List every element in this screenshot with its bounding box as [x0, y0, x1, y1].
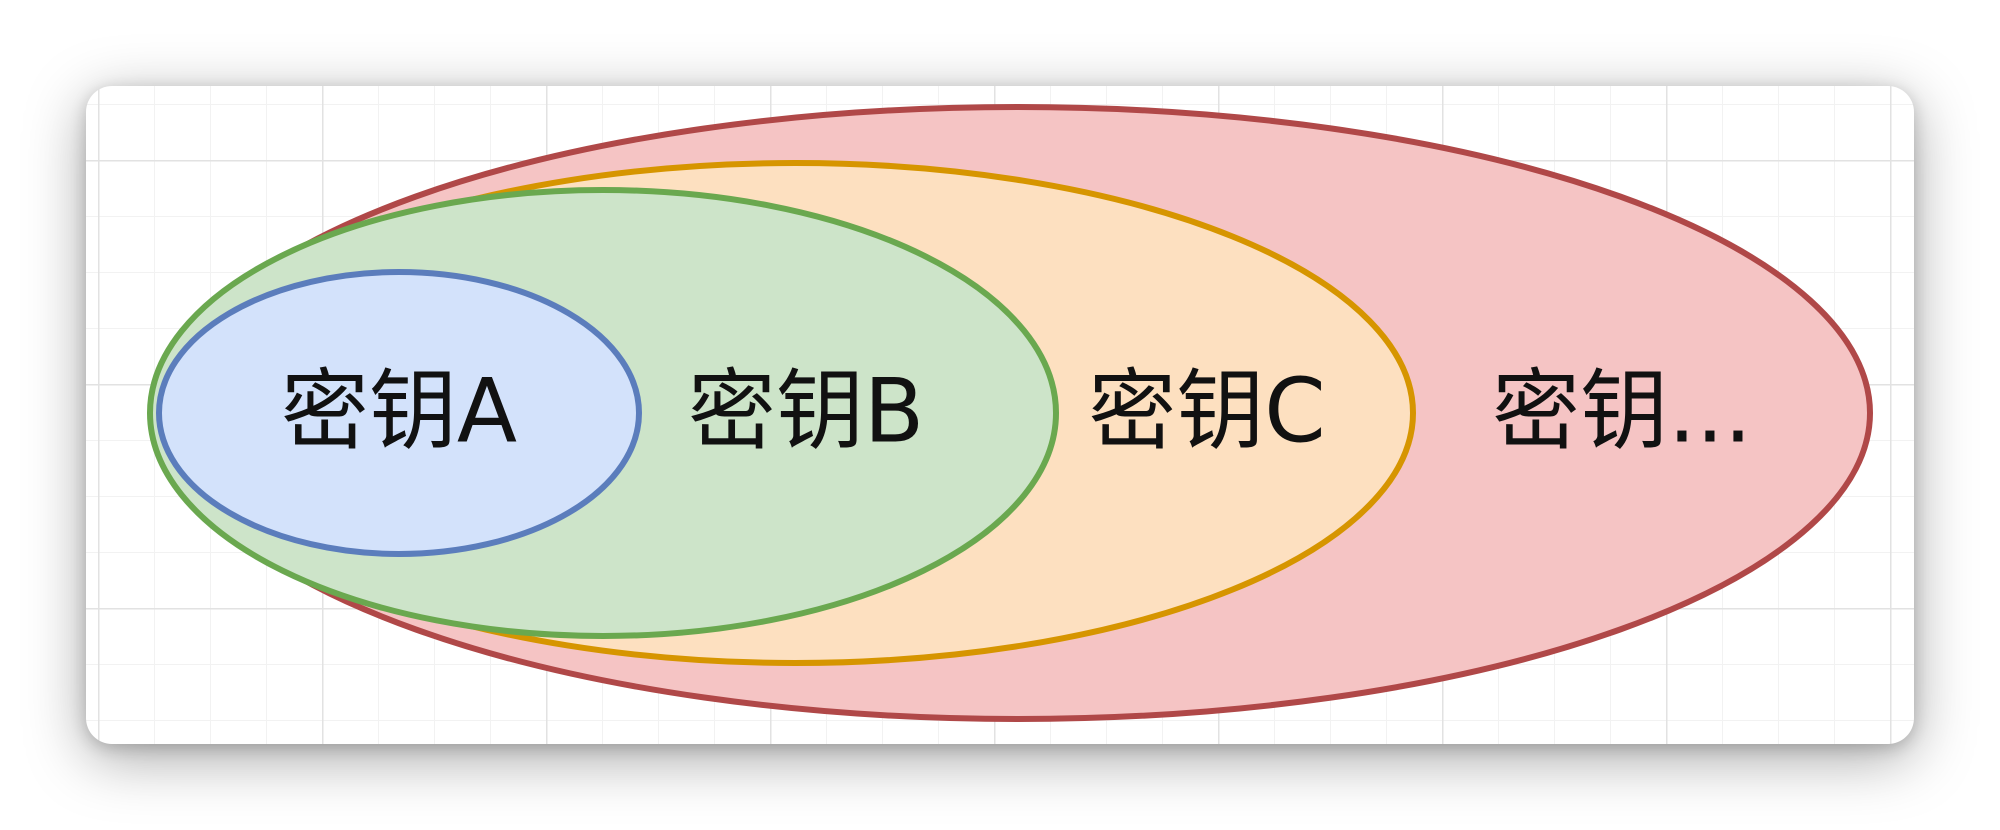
- set-label-a: 密钥A: [281, 360, 517, 463]
- set-label-c: 密钥C: [1088, 360, 1325, 463]
- set-label-b: 密钥B: [688, 360, 924, 463]
- set-ellipse-a: [156, 269, 642, 557]
- set-label-others: 密钥...: [1492, 360, 1752, 463]
